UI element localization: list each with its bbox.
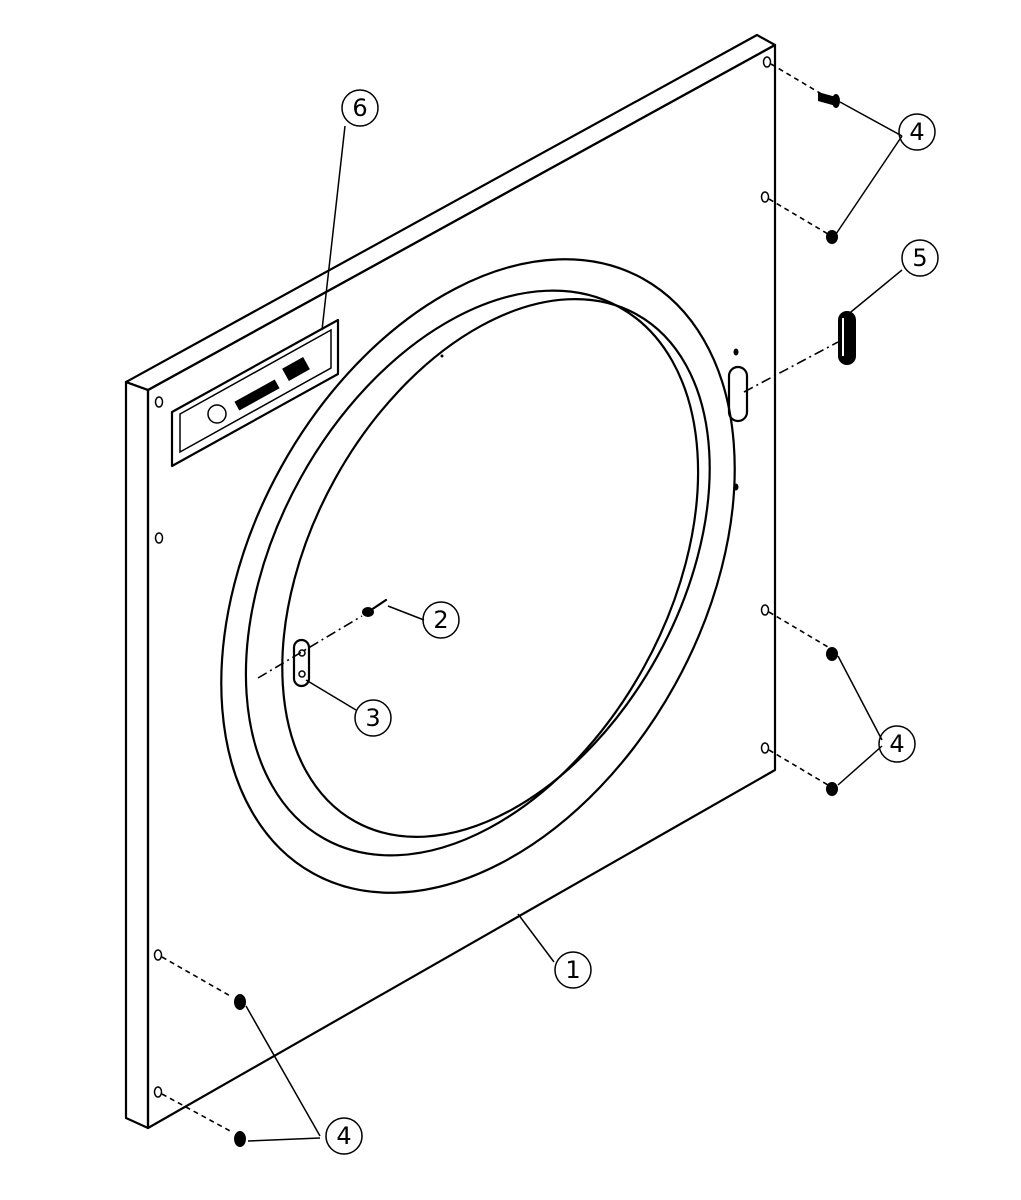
callout-4-bottom-label: 4 (336, 1122, 351, 1150)
door-opening-ring (220, 258, 736, 894)
panel-holes (153, 56, 772, 1098)
callout-2: 2 (422, 601, 460, 639)
lock-slot (727, 365, 749, 423)
callout-4-bottom: 4 (325, 1117, 363, 1155)
callout-3-label: 3 (365, 704, 380, 732)
catch-bracket (292, 638, 311, 688)
callout-4-right-label: 4 (889, 730, 904, 758)
callout-5-label: 5 (912, 244, 927, 272)
leader-lines (245, 101, 903, 1142)
front-panel (124, 33, 777, 1130)
catch-screw (362, 598, 388, 617)
catch-axis (257, 615, 363, 679)
name-plate (170, 318, 340, 468)
callout-1-label: 1 (565, 956, 580, 984)
callout-4-top-label: 4 (909, 118, 924, 146)
callout-4-top: 4 (898, 113, 936, 151)
callout-2-label: 2 (433, 606, 448, 634)
lock-pin-axis (743, 341, 839, 393)
fixing-screws (161, 63, 840, 1147)
callout-6: 6 (341, 89, 379, 127)
callout-5: 5 (901, 239, 939, 277)
callout-3: 3 (354, 699, 392, 737)
callout-6-label: 6 (352, 94, 367, 122)
door-lock-pin (838, 311, 856, 365)
callout-4-right: 4 (878, 725, 916, 763)
callout-1: 1 (554, 951, 592, 989)
